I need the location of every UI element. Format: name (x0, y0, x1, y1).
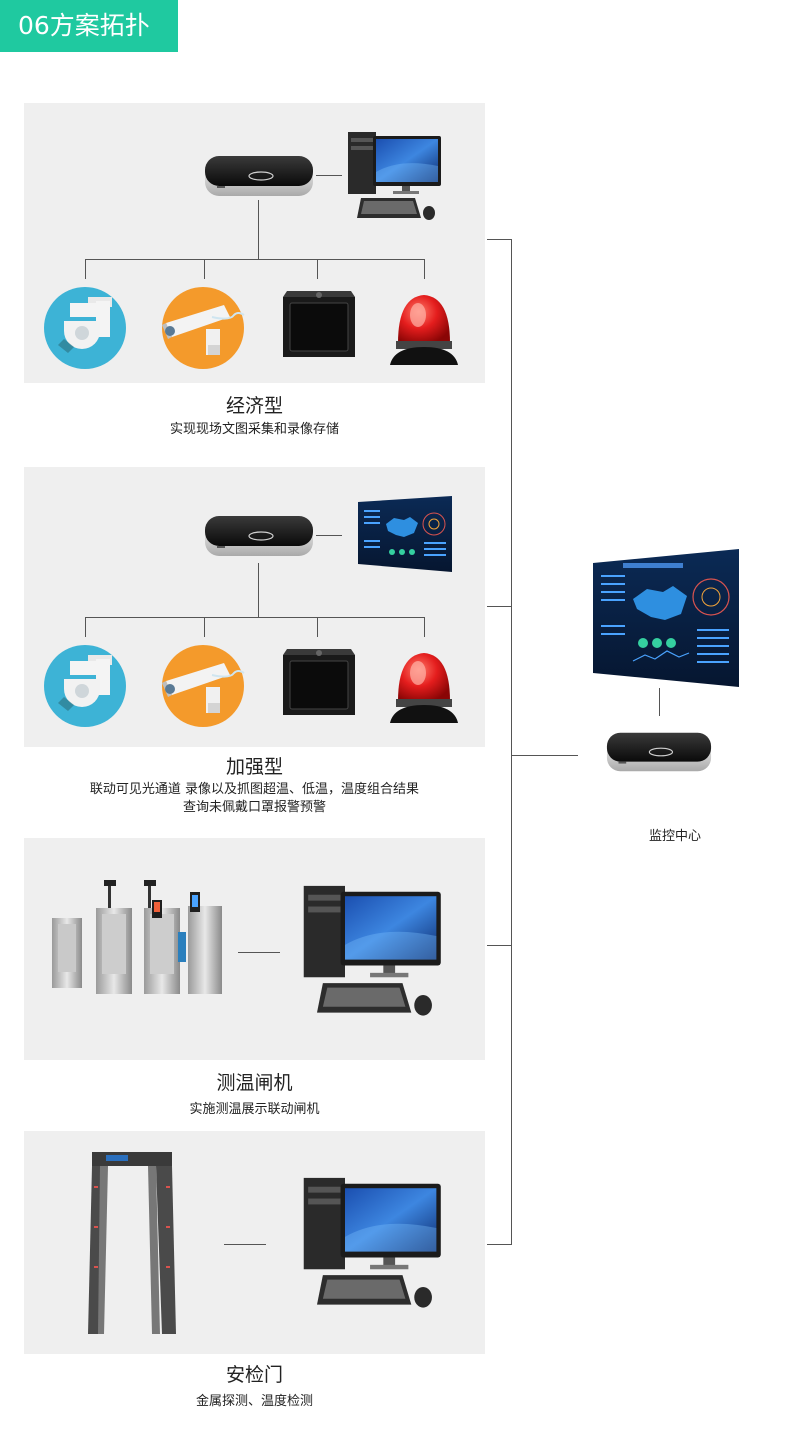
connector-line (316, 535, 342, 536)
metal-detector-gate-icon (88, 1152, 176, 1334)
trunk-branch (487, 239, 512, 240)
section-title: 经济型 (225, 395, 283, 417)
nvr-box-icon (205, 516, 313, 556)
thermal-sensor-icon (283, 649, 355, 715)
desktop-computer-icon (303, 885, 441, 1016)
connector-line (317, 259, 318, 279)
monitoring-center-label: 监控中心 (648, 829, 701, 844)
dome-camera-icon (44, 645, 126, 727)
nvr-box-icon (205, 156, 313, 196)
trunk-branch (511, 755, 578, 756)
connector-line (85, 259, 86, 279)
dashboard-screen-icon (358, 496, 452, 572)
connector-line (317, 617, 318, 637)
dashboard-screen-icon (593, 549, 739, 687)
section-header-tag: 06方案拓扑 (0, 0, 178, 52)
section-description: 实现现场文图采集和录像存储 (169, 422, 339, 437)
desktop-computer-icon (303, 1177, 441, 1308)
connector-line (85, 617, 86, 637)
connector-line (424, 259, 425, 279)
connector-line (85, 259, 424, 260)
dome-camera-icon (44, 287, 126, 369)
connector-line (238, 952, 280, 953)
turnstile-gate-icon (52, 880, 222, 994)
connector-line (424, 617, 425, 637)
connector-line (224, 1244, 266, 1245)
trunk-branch (487, 945, 512, 946)
connector-line (258, 563, 259, 618)
connector-line (85, 617, 424, 618)
nvr-box-icon (606, 732, 712, 772)
desktop-computer-icon (348, 132, 441, 220)
section-description: 金属探测、温度检测 (195, 1394, 313, 1409)
section-description: 实施测温展示联动闸机 (189, 1102, 320, 1117)
connector-line (659, 688, 660, 716)
section-title: 加强型 (225, 756, 283, 778)
alarm-light-icon (390, 653, 458, 723)
connector-line (258, 200, 259, 260)
trunk-line (511, 239, 512, 1245)
section-title: 测温闸机 (216, 1072, 293, 1094)
trunk-branch (487, 1244, 512, 1245)
trunk-branch (487, 606, 512, 607)
section-title: 安检门 (225, 1364, 283, 1386)
alarm-light-icon (390, 295, 458, 365)
bullet-camera-icon (162, 645, 245, 727)
connector-line (204, 259, 205, 279)
bullet-camera-icon (162, 287, 245, 369)
connector-line (204, 617, 205, 637)
section-description: 查询未佩戴口罩报警预警 (182, 800, 326, 815)
thermal-sensor-icon (283, 291, 355, 357)
connector-line (316, 175, 342, 176)
section-description: 联动可见光通道 录像以及抓图超温、低温，温度组合结果 (89, 782, 420, 797)
